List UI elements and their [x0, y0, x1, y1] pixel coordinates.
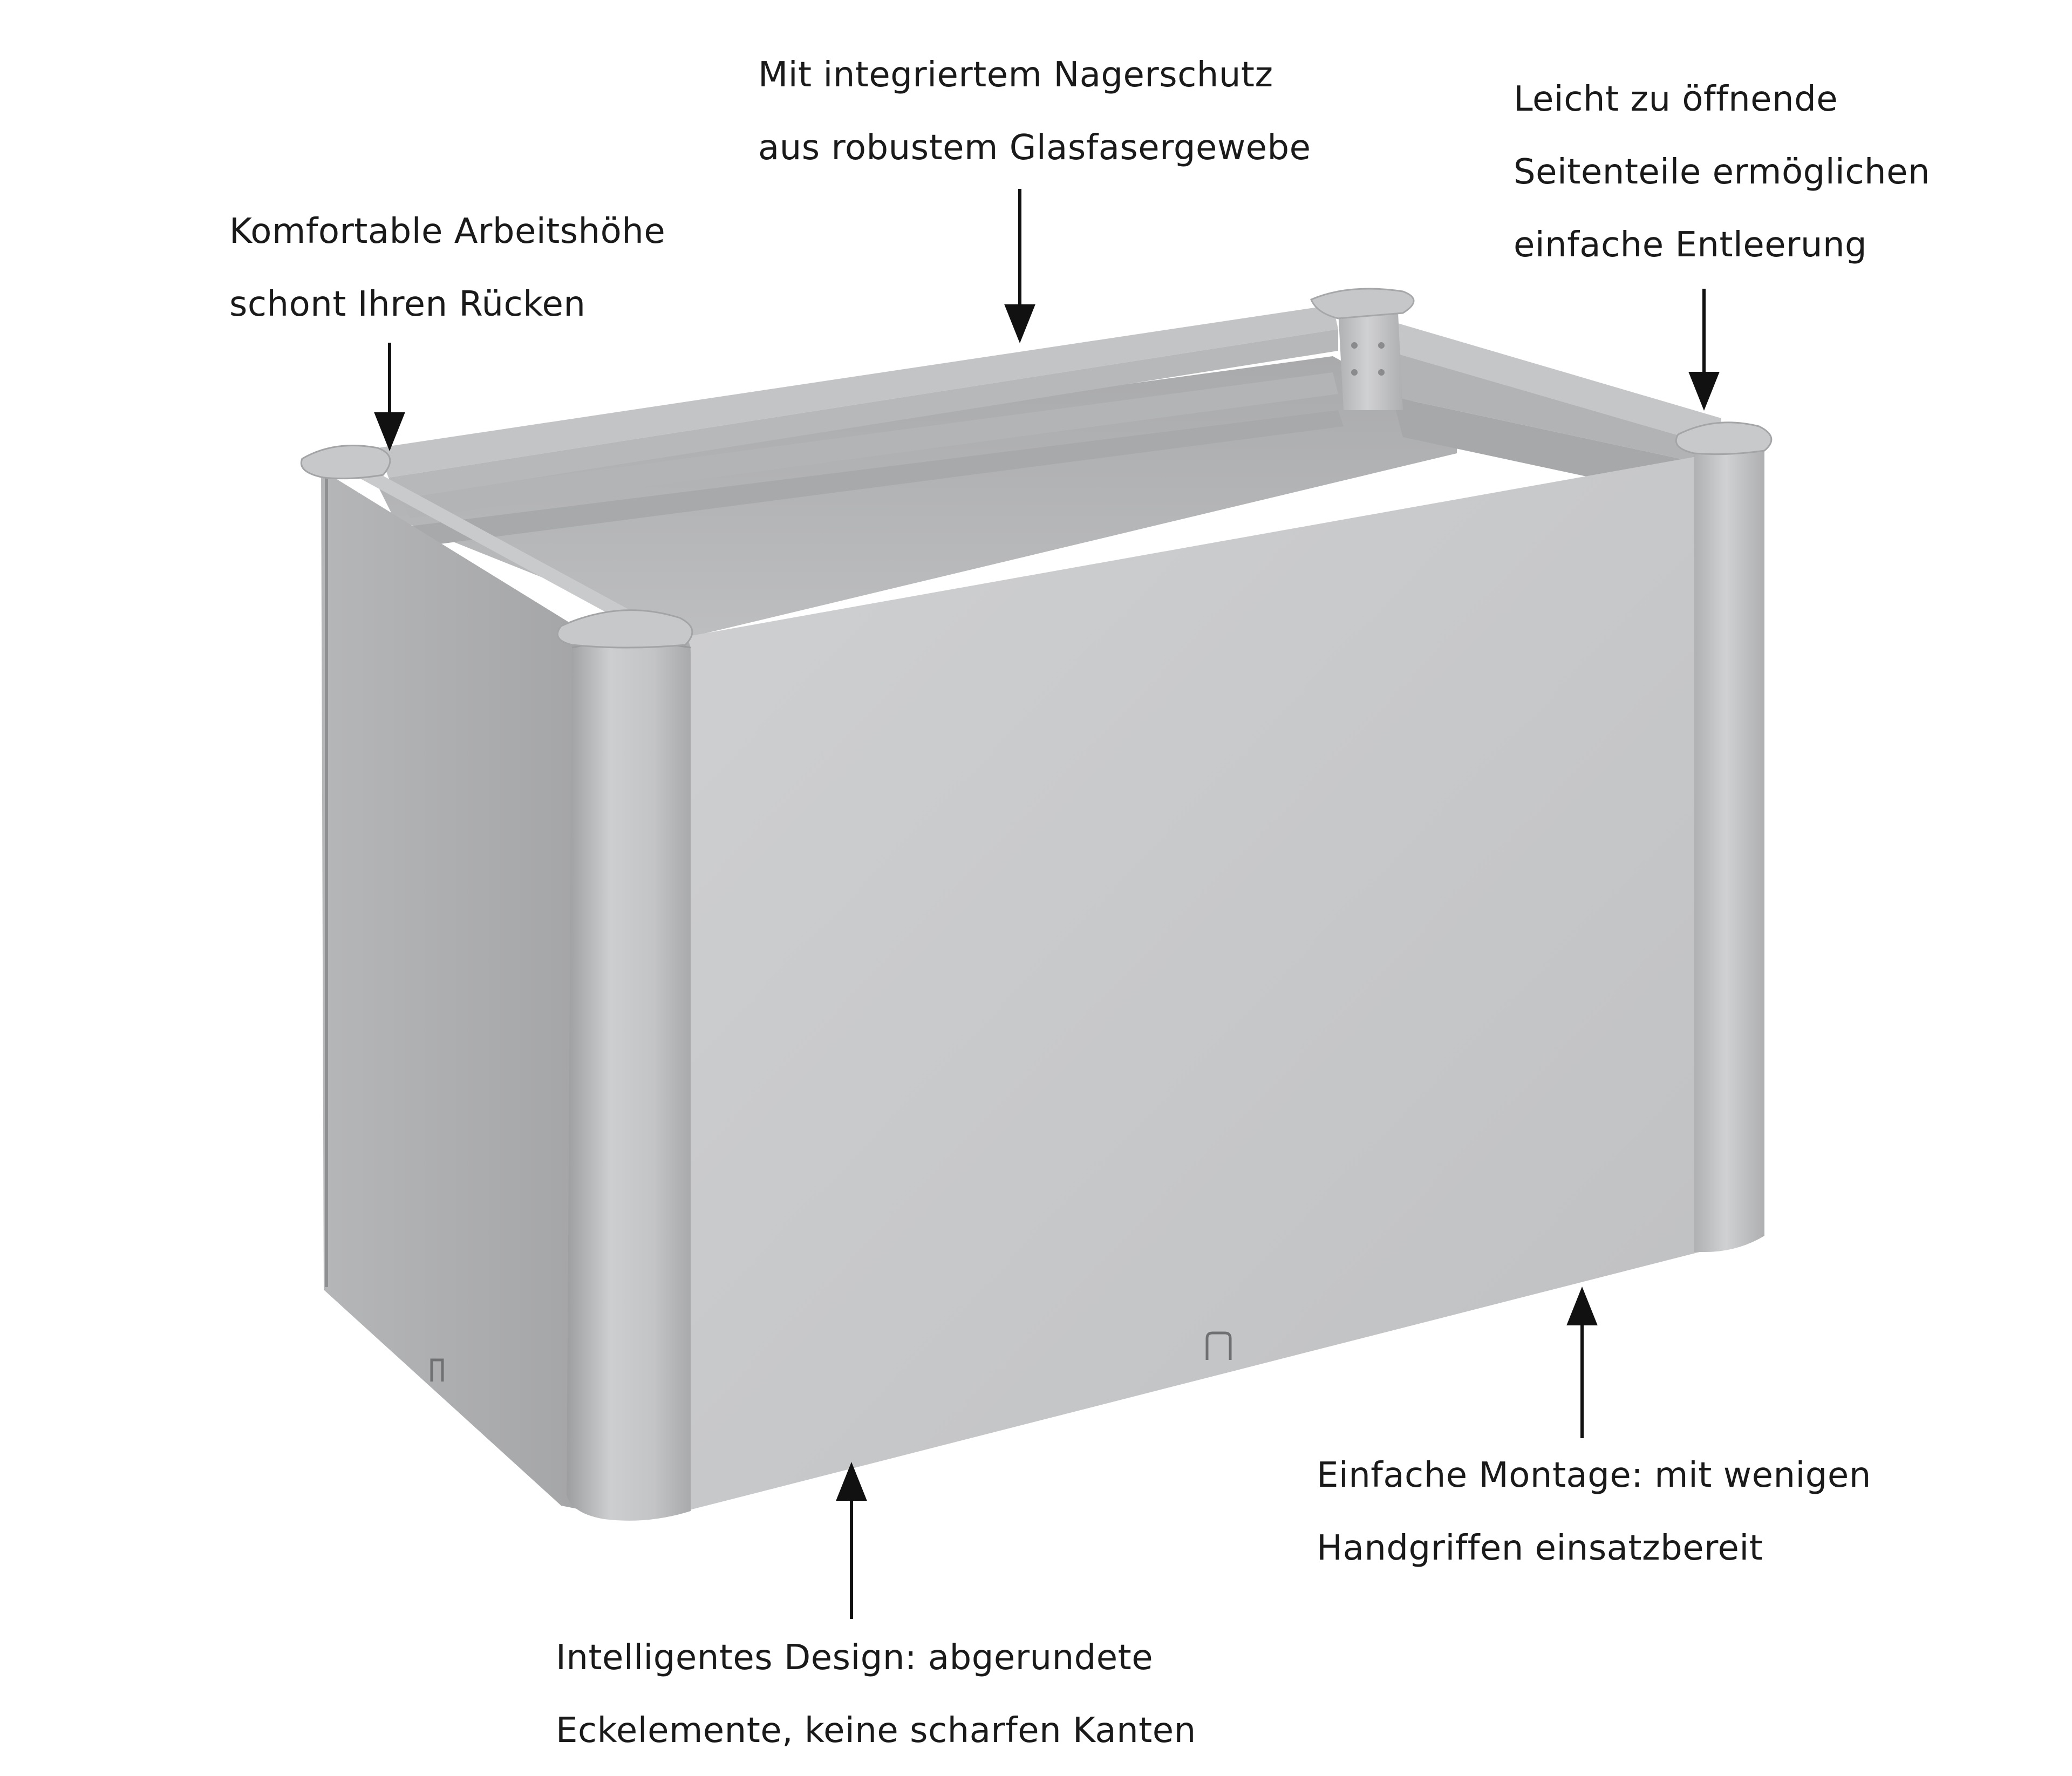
- bed-left-rim: [324, 459, 669, 631]
- bed-left-side-panel: [321, 469, 588, 1511]
- bed-back-left-corner-cap: [301, 445, 391, 480]
- callout-rodent-protection-line1: Mit integriertem Nagerschutz: [758, 55, 1273, 95]
- bed-front-right-corner-post: [1675, 421, 1773, 1252]
- bed-back-right-corner-post: [1310, 288, 1415, 410]
- callout-arrows: [374, 189, 1720, 1619]
- callout-assembly: Einfache Montage: mit wenigen Handgriffe…: [1317, 1439, 1871, 1585]
- callout-working-height-line1: Komfortable Arbeitshöhe: [229, 212, 666, 251]
- callout-working-height: Komfortable Arbeitshöhe schont Ihren Rüc…: [229, 195, 665, 341]
- callout-assembly-line2: Handgriffen einsatzbereit: [1317, 1528, 1763, 1568]
- callout-design: Intelligentes Design: abgerundete Eckele…: [556, 1622, 1196, 1767]
- callout-side-panels-line3: einfache Entleerung: [1514, 225, 1867, 265]
- callout-side-panels-line2: Seitenteile ermöglichen: [1514, 152, 1930, 192]
- callout-rodent-protection-line2: aus robustem Glasfasergewebe: [758, 128, 1311, 168]
- callout-side-panels: Leicht zu öffnende Seitenteile ermöglich…: [1514, 63, 1930, 282]
- bed-front-left-corner-post: [556, 609, 693, 1521]
- callout-rodent-protection: Mit integriertem Nagerschutz aus robuste…: [758, 39, 1311, 185]
- bed-front-panel: [685, 456, 1700, 1511]
- callout-side-panels-line1: Leicht zu öffnende: [1514, 79, 1838, 119]
- bed-right-rim: [1381, 318, 1721, 448]
- callout-design-line1: Intelligentes Design: abgerundete: [556, 1638, 1154, 1678]
- bed-back-rim: [378, 305, 1338, 499]
- callout-working-height-line2: schont Ihren Rücken: [229, 284, 586, 324]
- bed-interior: [378, 345, 1705, 637]
- callout-assembly-line1: Einfache Montage: mit wenigen: [1317, 1455, 1871, 1495]
- callout-design-line2: Eckelemente, keine scharfen Kanten: [556, 1711, 1196, 1751]
